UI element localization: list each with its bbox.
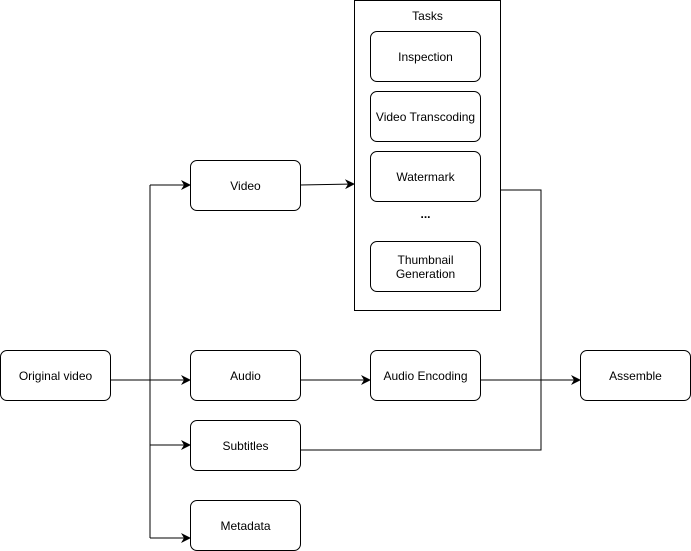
edge-tasks-to-merge	[300, 189, 542, 451]
node-label: Watermark	[396, 169, 455, 184]
task-inspection: Inspection	[370, 31, 481, 82]
node-label: Original video	[18, 368, 93, 383]
tasks-ellipsis: ...	[420, 207, 431, 221]
node-label: Inspection	[398, 49, 453, 64]
node-label: Metadata	[220, 518, 271, 533]
node-label: Thumbnail Generation	[395, 252, 456, 281]
node-audio-encoding: Audio Encoding	[370, 350, 481, 401]
tasks-group-title: Tasks	[412, 9, 443, 23]
tasks-group: Tasks Inspection Video Transcoding Water…	[354, 0, 501, 311]
task-video-transcoding: Video Transcoding	[370, 91, 481, 142]
node-subtitles: Subtitles	[190, 420, 301, 471]
node-label: Audio	[230, 368, 261, 383]
task-thumbnail-generation: Thumbnail Generation	[370, 241, 481, 292]
node-audio: Audio	[190, 350, 301, 401]
node-original-video: Original video	[0, 350, 111, 401]
node-label: Subtitles	[222, 438, 269, 453]
node-label: Video	[230, 178, 261, 193]
node-assemble: Assemble	[580, 350, 691, 401]
node-label: Audio Encoding	[383, 368, 468, 383]
node-label: Video Transcoding	[375, 109, 476, 124]
edge-video-to-tasks	[299, 179, 355, 190]
node-metadata: Metadata	[190, 500, 301, 551]
task-watermark: Watermark	[370, 151, 481, 202]
node-label: Assemble	[609, 368, 662, 383]
node-video: Video	[190, 160, 301, 211]
